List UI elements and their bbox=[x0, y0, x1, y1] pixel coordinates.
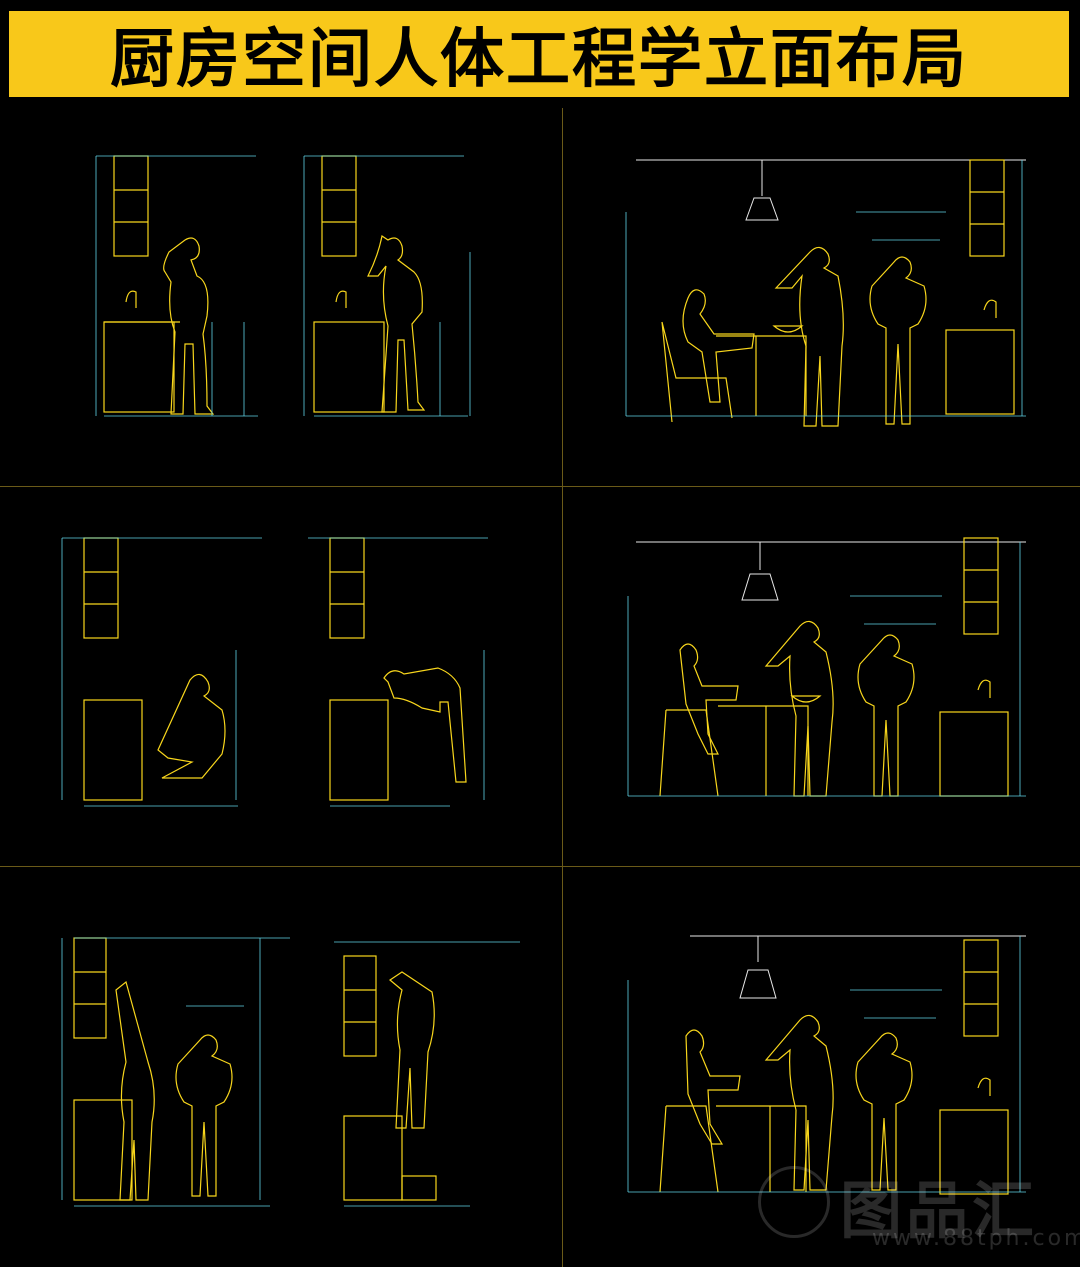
panel-sink-standing bbox=[0, 112, 560, 486]
dining-pendant-barstool-sink-drawing bbox=[627, 935, 1026, 1195]
dining-pendant-chair-drawing bbox=[625, 159, 1026, 427]
dining-pendant-barstool-drawing bbox=[627, 537, 1026, 797]
panel-low-cabinet-crouch bbox=[0, 490, 560, 866]
upper-cabinet-reach-drawing bbox=[61, 937, 520, 1207]
panel-dining-pendant-chair bbox=[566, 112, 1080, 486]
low-cabinet-crouch-drawing bbox=[61, 537, 488, 807]
title-banner-box: 厨房空间人体工程学立面布局 bbox=[6, 8, 1072, 100]
drawing-grid bbox=[0, 108, 1080, 1267]
sink-standing-drawing bbox=[95, 155, 471, 417]
divider-horizontal-2 bbox=[0, 866, 1080, 867]
panel-upper-cabinet-reach bbox=[0, 870, 560, 1267]
divider-vertical bbox=[562, 108, 563, 1267]
panel-dining-pendant-barstool-sink bbox=[566, 870, 1080, 1267]
title-banner: 厨房空间人体工程学立面布局 bbox=[0, 0, 1080, 108]
page-title: 厨房空间人体工程学立面布局 bbox=[110, 23, 968, 97]
divider-horizontal-1 bbox=[0, 486, 1080, 487]
panel-dining-pendant-barstool bbox=[566, 490, 1080, 866]
